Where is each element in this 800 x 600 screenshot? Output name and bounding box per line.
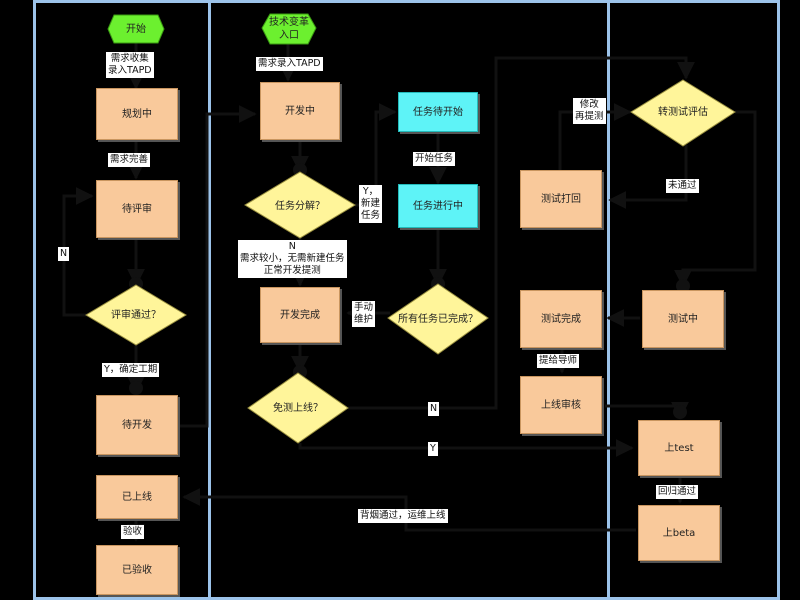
test-returned-node: 测试打回 [520, 170, 602, 228]
up-test-node: 上test [638, 420, 720, 476]
label-manual-maint: 手动 维护 [352, 301, 376, 327]
accepted-node: 已验收 [96, 545, 178, 595]
edge-skip-yes [298, 439, 634, 457]
edge-eval-notpass [608, 145, 688, 209]
label-req-collect: 需求收集 录入TAPD [106, 52, 154, 78]
all-tasks-done-text: 所有任务已完成？ [398, 313, 478, 325]
label-regression-passed: 回归通过 [656, 485, 699, 499]
all-tasks-done-diamond [387, 283, 489, 355]
label-yes-schedule: Y，确定工期 [102, 363, 160, 377]
label-acceptance: 验收 [121, 525, 145, 539]
label-gray-ops: 背烟通过，运维上线 [358, 509, 448, 523]
label-skip-yes: Y [428, 442, 438, 456]
start-terminal-shape [107, 14, 165, 44]
pending-dev-node: 待开发 [96, 395, 178, 455]
planning-node: 规划中 [96, 88, 178, 140]
task-split-diamond [244, 171, 356, 239]
edge-skip-no [348, 56, 695, 410]
skip-test-diamond [247, 372, 349, 444]
test-eval-diamond [630, 79, 736, 147]
task-pending-node: 任务待开始 [398, 92, 478, 132]
test-done-node: 测试完成 [520, 290, 602, 348]
label-review-no: N [58, 247, 70, 261]
pending-review-node: 待评审 [96, 180, 178, 238]
launch-review-node: 上线审核 [520, 376, 602, 434]
review-passed-text: 评审通过？ [111, 309, 161, 321]
label-no-small: N 需求较小，无需新建任务 正常开发提测 [238, 240, 347, 278]
task-split-text: 任务分解？ [275, 200, 325, 212]
dev-done-node: 开发完成 [260, 287, 340, 343]
label-req-tapd: 需求录入TAPD [256, 57, 323, 71]
label-yes-new-task: Y， 新建 任务 [359, 185, 383, 223]
edge-eval-testing [674, 110, 757, 288]
skip-test-text: 免测上线？ [273, 402, 323, 414]
label-skip-no: N [428, 402, 440, 416]
up-beta-node: 上beta [638, 505, 720, 561]
tech-entry-terminal-shape [261, 13, 317, 45]
review-passed-diamond [85, 284, 187, 346]
testing-node: 测试中 [642, 290, 724, 348]
test-eval-text: 转测试评估 [658, 106, 708, 118]
edge-review-uptest [605, 401, 689, 420]
label-submit-release: 提给导师 [537, 354, 580, 368]
tech-entry-node: 技术变革 入口 [269, 17, 309, 41]
label-req-complete: 需求完善 [108, 153, 151, 167]
developing-node: 开发中 [260, 82, 340, 140]
edge-pendingdev-developing [180, 105, 257, 428]
label-not-passed: 未通过 [666, 179, 699, 193]
task-in-progress-node: 任务进行中 [398, 184, 478, 228]
edge-returned-eval [558, 103, 632, 170]
label-modify-resubmit: 修改 再提测 [573, 98, 606, 124]
launched-node: 已上线 [96, 475, 178, 519]
start-node: 开始 [126, 23, 146, 35]
label-start-task: 开始任务 [413, 152, 456, 166]
